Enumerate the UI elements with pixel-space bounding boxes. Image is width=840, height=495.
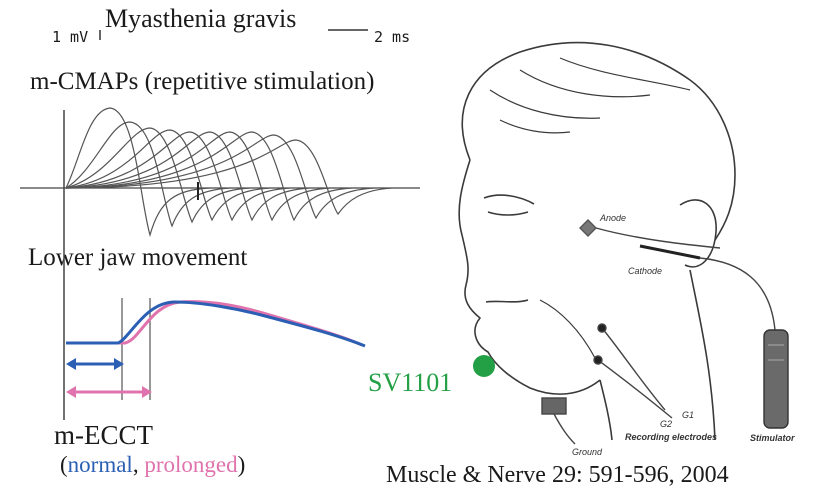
cmap-trace-2	[66, 122, 230, 226]
cmap-trace-8	[66, 132, 352, 220]
g2-electrode	[594, 356, 602, 364]
normal-curve	[66, 302, 365, 346]
jaw-line	[540, 300, 595, 358]
mouth	[486, 300, 528, 302]
recording-wires	[598, 328, 672, 418]
head-outline	[462, 43, 735, 240]
head-illustration	[459, 43, 735, 440]
prolonged-curve	[66, 302, 362, 345]
cmap-trace-9	[66, 135, 374, 218]
jaw-movement-chart	[66, 298, 365, 400]
eye	[484, 195, 534, 215]
cmap-trace-6	[66, 132, 310, 220]
anode-electrode	[580, 220, 596, 236]
cmap-trace-3	[66, 128, 250, 222]
ground-electrode	[542, 398, 566, 414]
stimulator-cable	[700, 258, 775, 330]
cmap-trace-1	[66, 108, 210, 235]
ground-wire	[554, 414, 575, 444]
normal-arrow-head-left	[66, 358, 76, 370]
cmap-traces	[20, 108, 420, 420]
hair-lines	[490, 58, 690, 133]
cathode-electrode	[640, 246, 700, 258]
anode-wire	[596, 228, 720, 248]
prolonged-arrow-head-left	[66, 386, 76, 398]
sv1101-dot	[473, 355, 495, 377]
neck-lines	[600, 270, 715, 440]
g1-electrode	[598, 324, 606, 332]
